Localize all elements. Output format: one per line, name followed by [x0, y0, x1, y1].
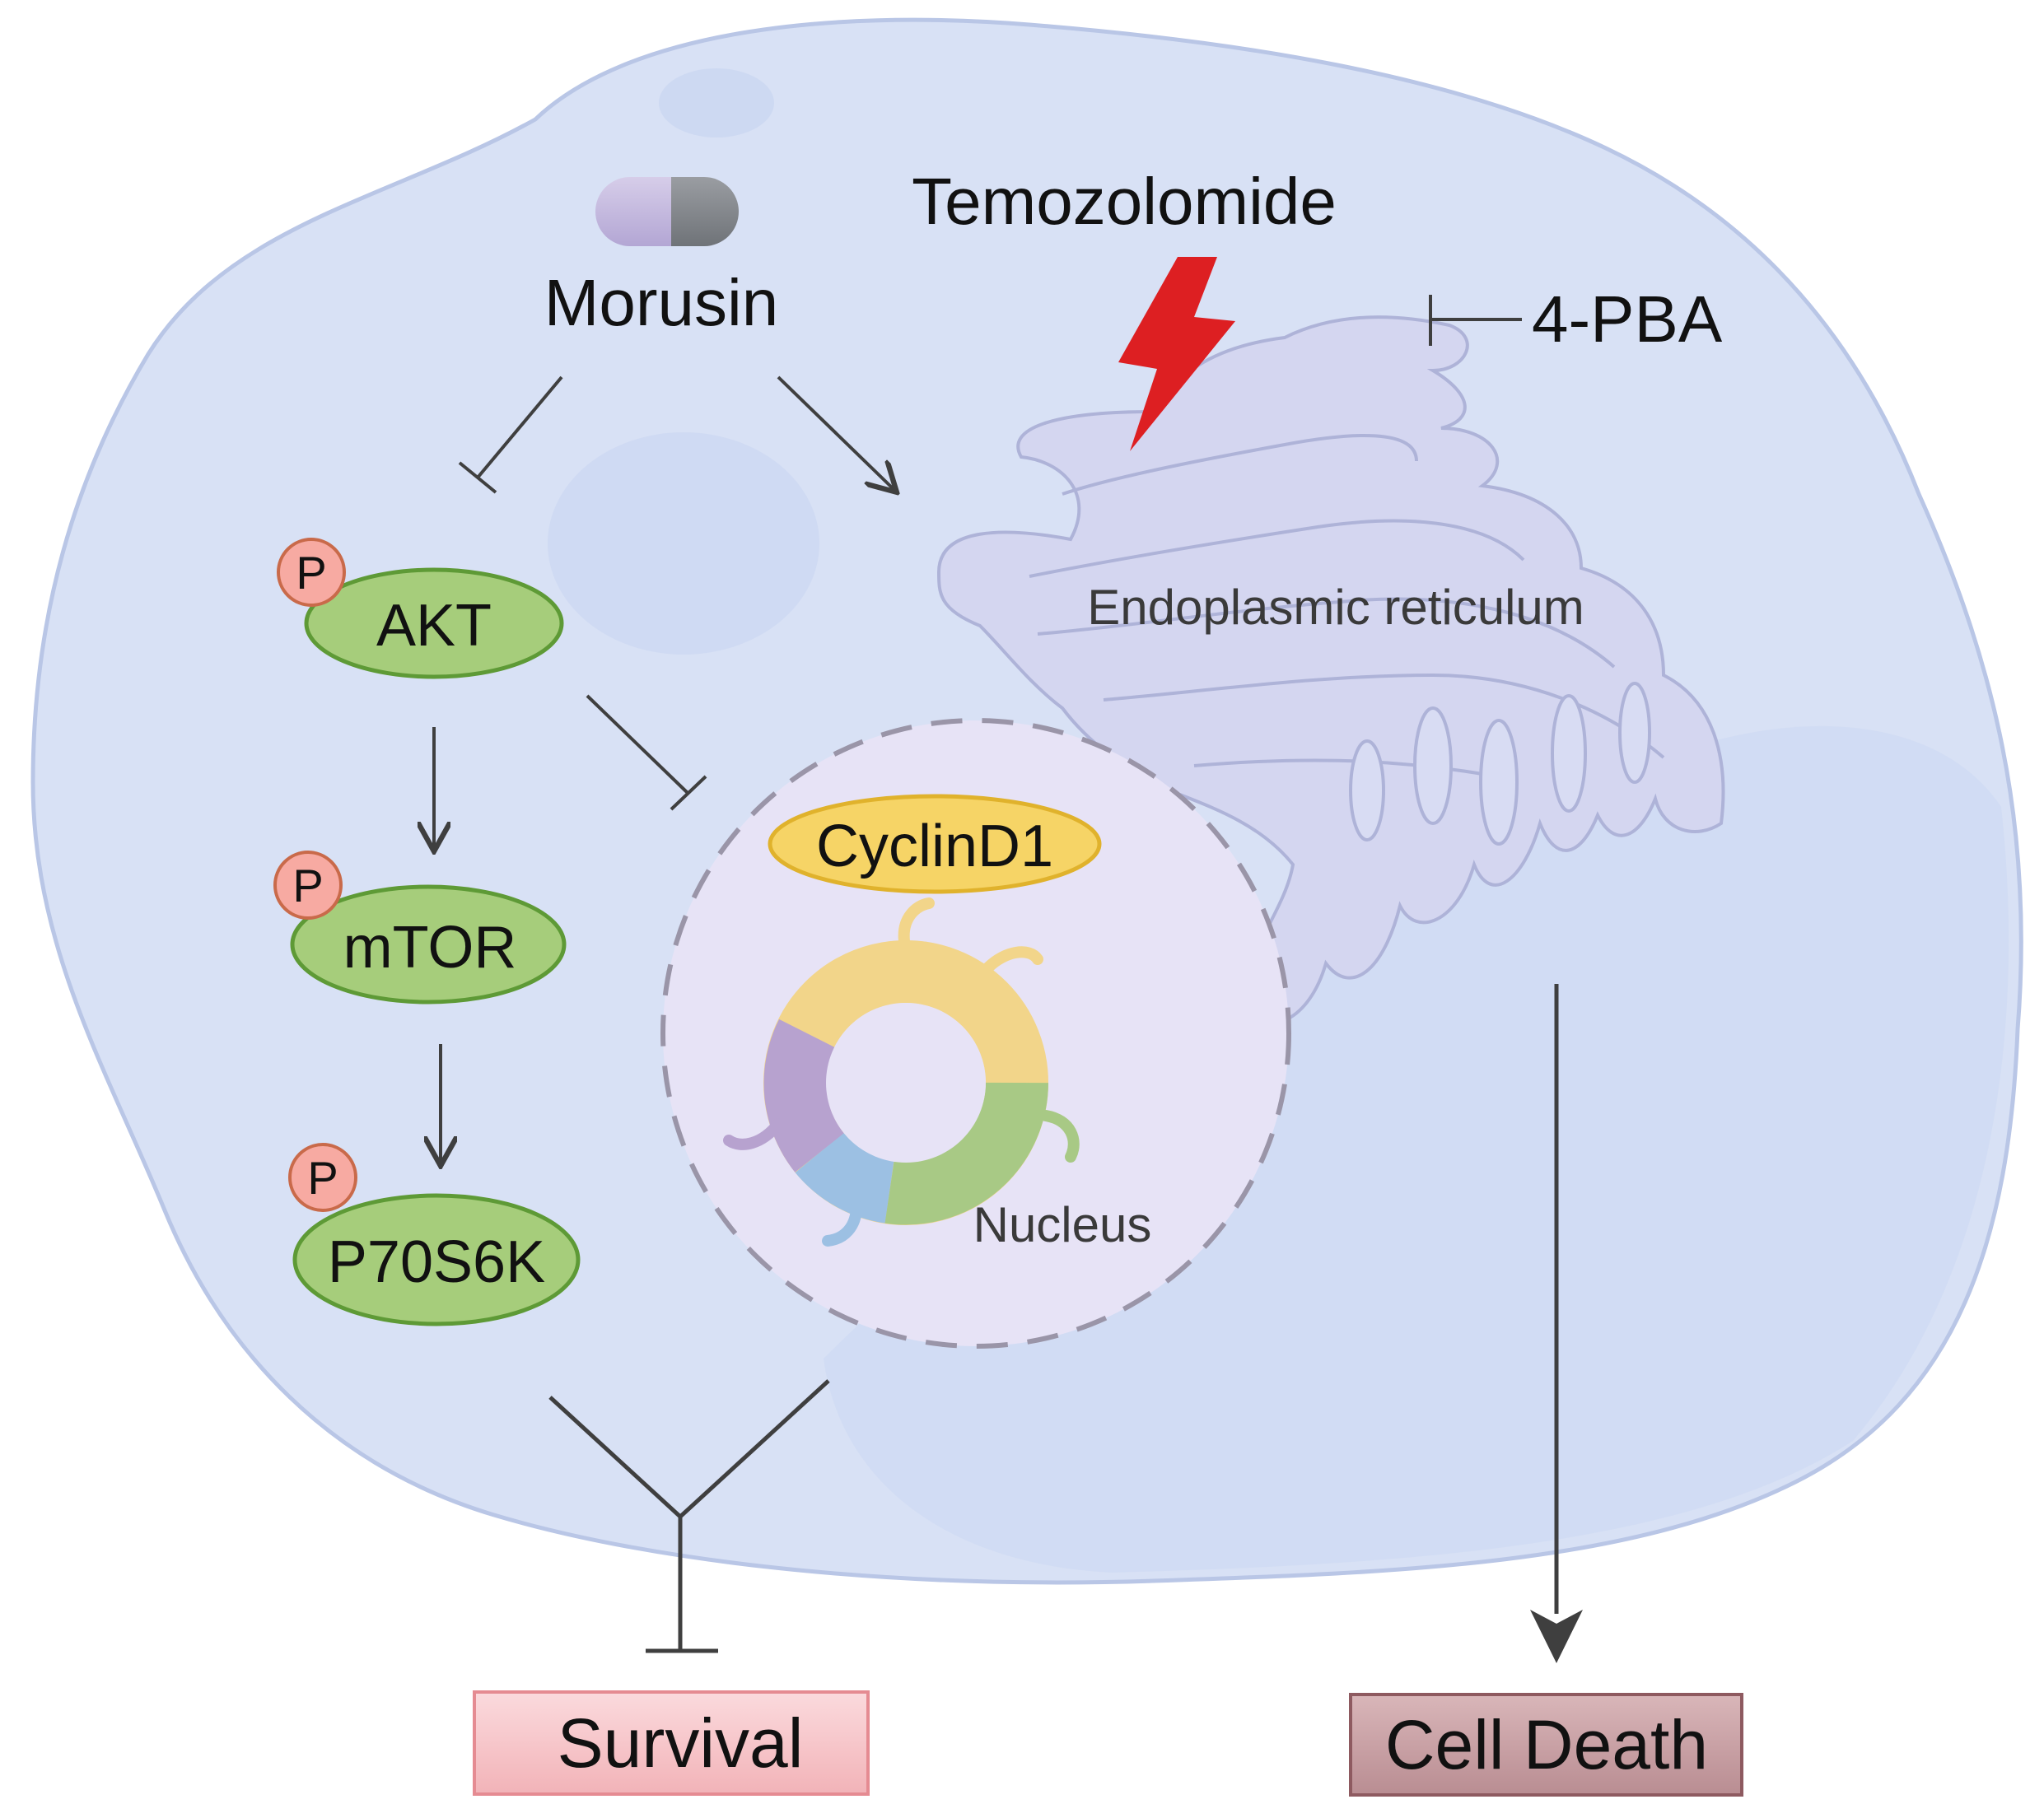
cytoplasm-shade: [824, 725, 2009, 1573]
akt-node: [304, 567, 564, 679]
morusin-activates-er: [777, 375, 894, 490]
p70s6k-phospho-icon: [288, 1143, 357, 1212]
cell-death-box: [1349, 1693, 1743, 1797]
p70s6k-node: [292, 1193, 581, 1326]
chromatin-ring-icon: [723, 897, 1080, 1247]
mtor-phospho-label: P: [292, 860, 323, 911]
survival-box: [473, 1690, 870, 1796]
pill-icon: [595, 177, 739, 246]
akt-phospho-label: P: [296, 547, 326, 599]
cyclind1-node: [768, 794, 1102, 894]
mtor-phospho-icon: [273, 851, 343, 920]
vesicle-middle: [548, 432, 819, 655]
p70s6k-label: P70S6K: [328, 1229, 545, 1295]
p70s6k-phospho-label: P: [307, 1152, 338, 1204]
morusin-inhibits-akt: [458, 375, 563, 494]
nucleus-label: Nucleus: [973, 1197, 1152, 1252]
lightning-icon: [1118, 257, 1235, 451]
morusin-label: Morusin: [544, 266, 779, 339]
pba-inhibition-line: [1429, 295, 1522, 346]
pba-label: 4-PBA: [1532, 282, 1723, 356]
mtor-node: [290, 884, 567, 1005]
endoplasmic-reticulum: [936, 315, 1725, 1026]
survival-label: Survival: [558, 1704, 804, 1782]
cell-death-label: Cell Death: [1385, 1706, 1708, 1783]
akt-inhibits-cyclind1: [586, 694, 707, 811]
mtor-label: mTOR: [343, 915, 517, 981]
akt-phospho-icon: [277, 538, 346, 607]
cyclind1-label: CyclinD1: [816, 813, 1053, 879]
akt-label: AKT: [376, 593, 492, 659]
temozolomide-label: Temozolomide: [912, 165, 1337, 238]
vesicle-top: [659, 68, 774, 138]
survival-inhibition: [548, 1379, 830, 1653]
er-label: Endoplasmic reticulum: [1087, 580, 1584, 635]
er-to-death-arrow: [1530, 984, 1583, 1663]
